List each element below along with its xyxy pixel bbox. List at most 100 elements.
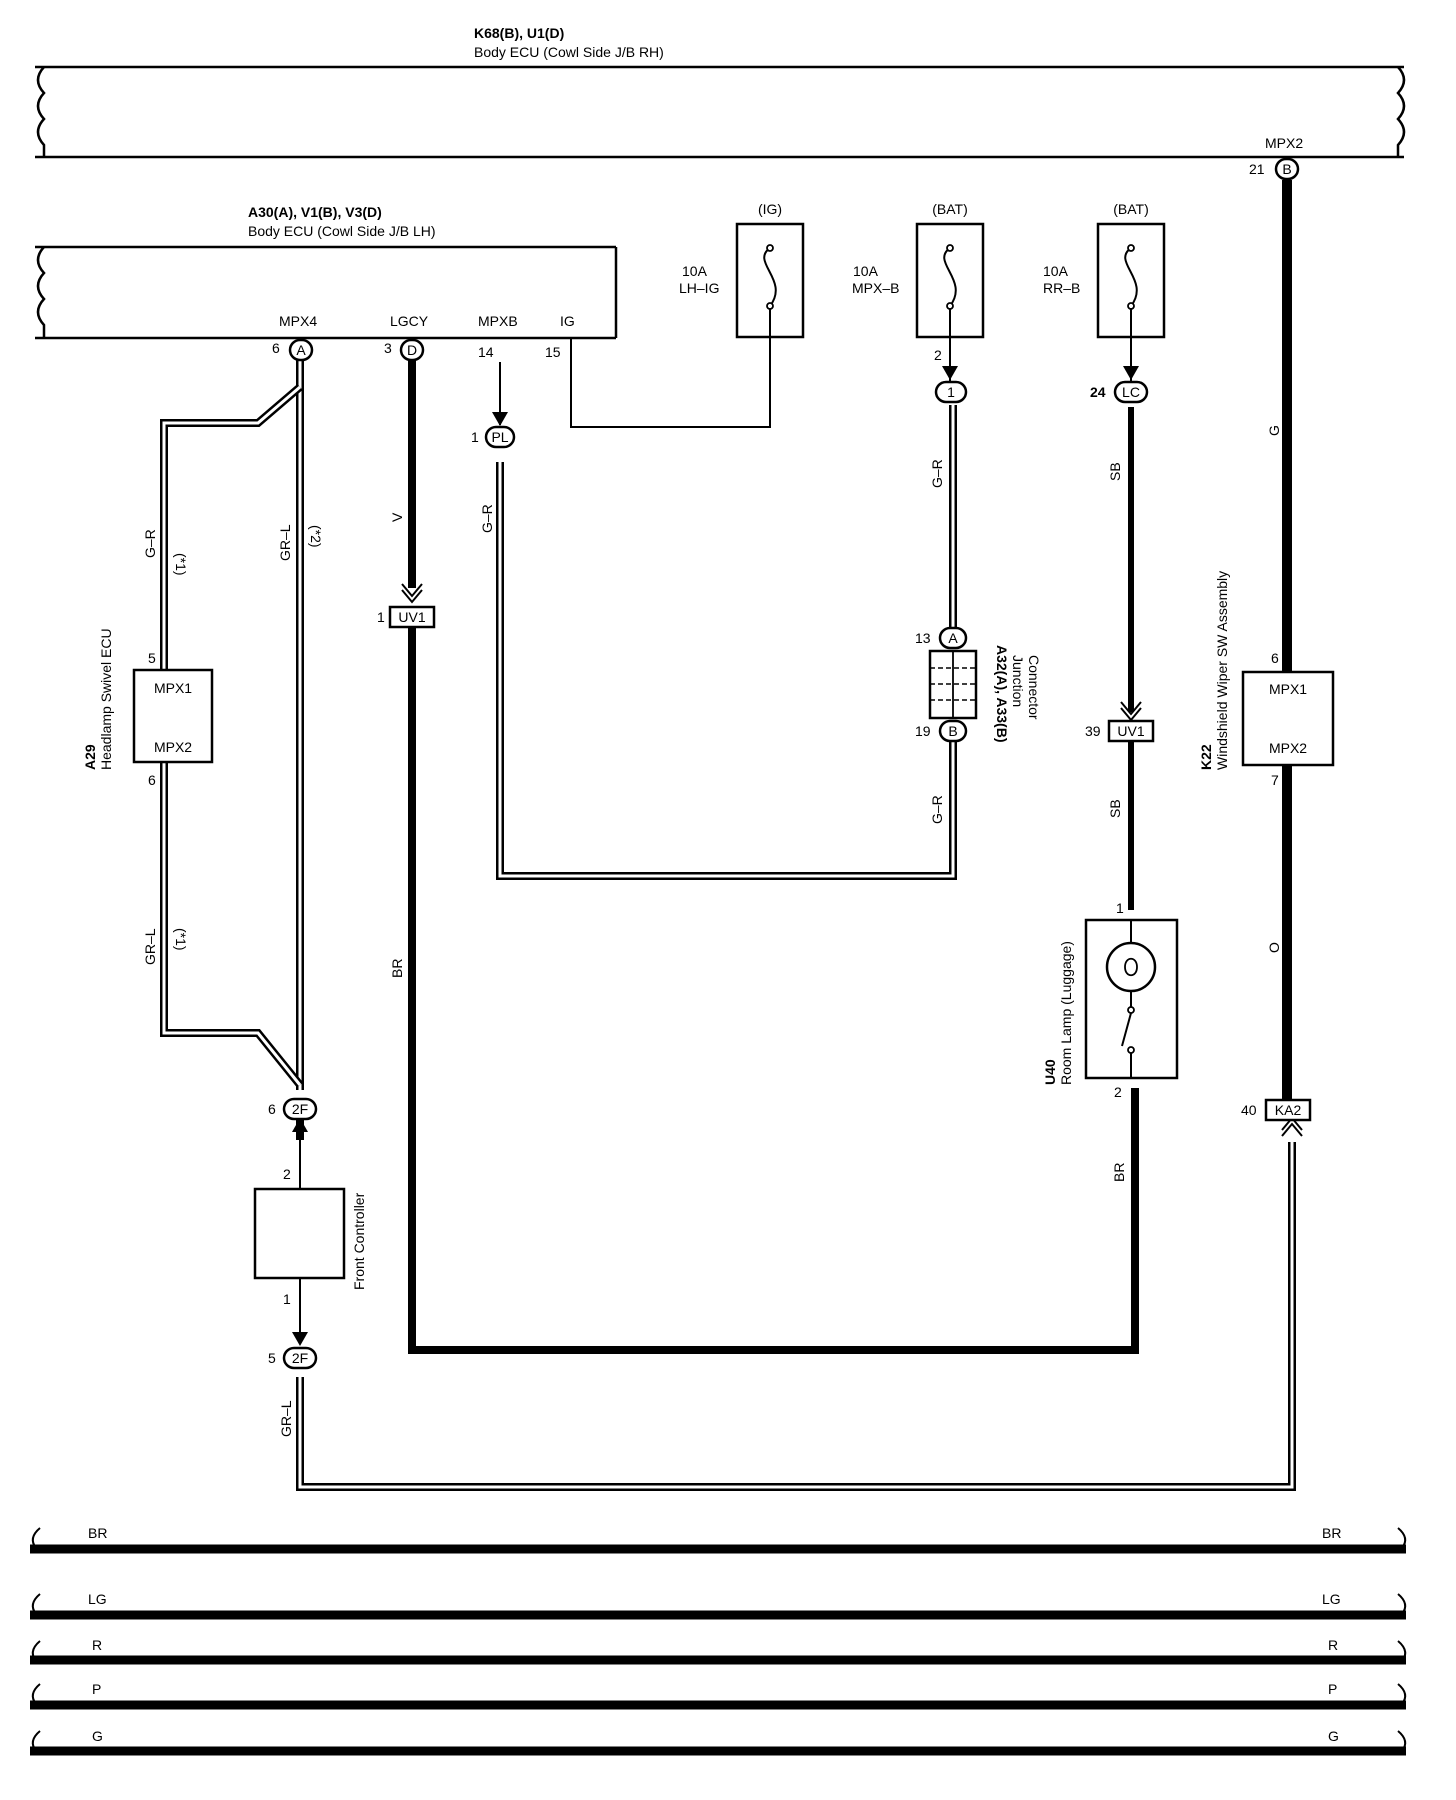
body-ecu-rh-pin-num: 21 xyxy=(1249,161,1265,177)
conn-pl: PL 1 xyxy=(471,425,516,449)
pin-mpxb-num: 14 xyxy=(478,344,494,360)
fuse-lh-ig: (IG) 10A LH–IG xyxy=(679,201,805,339)
conn-2f-top-num: 6 xyxy=(268,1101,276,1117)
wire-labels: G–R (*1) GR–L (*2) V G–R G–R G–R SB SB G… xyxy=(142,425,1282,1437)
conn-lc-label: LC xyxy=(1122,384,1140,400)
conn-mpx4-label: A xyxy=(296,342,306,358)
wiper-sw-code: K22 xyxy=(1198,744,1214,770)
label-gr-bot: G–R xyxy=(929,795,945,824)
label-note-3: (*1) xyxy=(173,928,189,951)
label-gr-pl: G–R xyxy=(479,504,495,533)
body-ecu-rh: K68(B), U1(D) Body ECU (Cowl Side J/B RH… xyxy=(35,25,1406,181)
label-br-room: BR xyxy=(1111,1163,1127,1182)
headlamp-swivel-ecu: MPX1 MPX2 5 6 A29 Headlamp Swivel ECU xyxy=(82,628,214,788)
room-lamp-luggage: 1 2 U40 Room Lamp (Luggage) xyxy=(1042,900,1179,1100)
fuse-rr-b-rating: 10A xyxy=(1043,263,1069,279)
headlamp-swivel-pin2-num: 6 xyxy=(148,772,156,788)
label-sb-bot: SB xyxy=(1107,799,1123,818)
conn-lgcy: D xyxy=(399,338,425,362)
outlined-wires xyxy=(160,351,1296,1491)
junction-connector-name-2: Connector xyxy=(1026,655,1042,720)
bus-lg-label-right: LG xyxy=(1322,1591,1341,1607)
conn-ka2: KA2 40 xyxy=(1241,1098,1312,1122)
fuse-mpx-b-source: (BAT) xyxy=(932,201,968,217)
conn-lc-num: 24 xyxy=(1090,384,1106,400)
bus-p-label-left: P xyxy=(92,1681,101,1697)
wiper-sw-pin2-num: 7 xyxy=(1271,772,1279,788)
body-ecu-lh: A30(A), V1(B), V3(D) Body ECU (Cowl Side… xyxy=(35,204,618,360)
conn-jc-b-label: B xyxy=(948,723,957,739)
junction-connector: A 13 B 19 A32(A), A33(B) Junction Connec… xyxy=(915,626,1042,743)
conn-pl-num: 1 xyxy=(471,429,479,445)
room-lamp-code: U40 xyxy=(1042,1059,1058,1085)
front-controller-pin1: 1 xyxy=(283,1291,291,1307)
headlamp-swivel-pin2-name: MPX2 xyxy=(154,739,192,755)
bus-g-label-right: G xyxy=(1328,1728,1339,1744)
conn-1: 1 2 xyxy=(934,347,968,404)
body-ecu-rh-conn-label: B xyxy=(1282,161,1291,177)
fuse-rr-b: (BAT) 10A RR–B xyxy=(1043,201,1166,339)
conn-2f-bot: 2F 5 xyxy=(268,1346,318,1370)
fuse-lh-ig-rating: 10A xyxy=(682,263,708,279)
conn-2f-top: 2F 6 xyxy=(268,1097,318,1121)
fuse-rr-b-source: (BAT) xyxy=(1113,201,1149,217)
conn-jc-a-num: 13 xyxy=(915,630,931,646)
label-br-left: BR xyxy=(389,959,405,978)
pin-mpxb-name: MPXB xyxy=(478,313,518,329)
headlamp-swivel-code: A29 xyxy=(82,744,98,770)
conn-ka2-label: KA2 xyxy=(1275,1102,1302,1118)
wiper-sw-pin1-num: 6 xyxy=(1271,650,1279,666)
conn-lgcy-label: D xyxy=(407,342,417,358)
front-controller: 2 1 Front Controller xyxy=(253,1140,367,1332)
pin-lgcy-name: LGCY xyxy=(390,313,429,329)
conn-pl-label: PL xyxy=(491,429,508,445)
room-lamp-pin2: 2 xyxy=(1114,1084,1122,1100)
conn-2f-top-label: 2F xyxy=(292,1101,308,1117)
bus-r-label-right: R xyxy=(1328,1637,1338,1653)
fuse-lh-ig-source: (IG) xyxy=(758,201,782,217)
bus-br-label-left: BR xyxy=(88,1525,107,1541)
junction-connector-code: A32(A), A33(B) xyxy=(994,645,1010,743)
bus-g-label-left: G xyxy=(92,1728,103,1744)
fuse-mpx-b-rating: 10A xyxy=(853,263,879,279)
bus-r-label-left: R xyxy=(92,1637,102,1653)
label-grl-bottom: GR–L xyxy=(278,1400,294,1437)
label-note-2: (*2) xyxy=(308,525,324,548)
pin-ig-num: 15 xyxy=(545,344,561,360)
conn-ka2-num: 40 xyxy=(1241,1102,1257,1118)
wire-v-br xyxy=(408,351,1139,1354)
bus-p: P P xyxy=(30,1681,1407,1710)
label-gr-top: G–R xyxy=(929,459,945,488)
label-g: G xyxy=(1266,425,1282,436)
bus-br: BR BR xyxy=(30,1525,1407,1554)
room-lamp-name: Room Lamp (Luggage) xyxy=(1058,941,1074,1085)
label-sb-top: SB xyxy=(1107,462,1123,481)
bus-br-label-right: BR xyxy=(1322,1525,1341,1541)
conn-uv1-b-num: 39 xyxy=(1085,723,1101,739)
conn-uv1-b: UV1 39 xyxy=(1085,719,1155,743)
wiper-sw-pin1-name: MPX1 xyxy=(1269,681,1307,697)
pin-lgcy-num: 3 xyxy=(384,340,392,356)
arrows xyxy=(292,366,1303,1346)
label-v: V xyxy=(389,512,405,522)
wire-ig xyxy=(570,308,771,428)
windshield-wiper-sw: MPX1 MPX2 6 7 K22 Windshield Wiper SW As… xyxy=(1198,571,1335,788)
pin-mpx4-num: 6 xyxy=(272,340,280,356)
junction-connector-name-1: Junction xyxy=(1010,655,1026,707)
wiper-sw-name: Windshield Wiper SW Assembly xyxy=(1214,571,1230,770)
conn-uv1-a-label: UV1 xyxy=(398,609,425,625)
room-lamp-pin1: 1 xyxy=(1116,900,1124,916)
pin-ig-name: IG xyxy=(560,313,575,329)
conn-jc-b-num: 19 xyxy=(915,723,931,739)
conn-2f-bot-num: 5 xyxy=(268,1350,276,1366)
bus-lg-label-left: LG xyxy=(88,1591,107,1607)
conn-lc: LC 24 xyxy=(1090,380,1149,404)
body-ecu-lh-name: Body ECU (Cowl Side J/B LH) xyxy=(248,223,436,239)
lamp-switch-icon xyxy=(1121,1012,1132,1047)
fuse-lh-ig-name: LH–IG xyxy=(679,280,719,296)
body-ecu-rh-title: K68(B), U1(D) xyxy=(474,25,564,41)
conn-mpx4: A xyxy=(288,338,314,362)
body-ecu-rh-name: Body ECU (Cowl Side J/B RH) xyxy=(474,44,664,60)
front-controller-name: Front Controller xyxy=(351,1192,367,1290)
body-ecu-rh-pin-name: MPX2 xyxy=(1265,135,1303,151)
